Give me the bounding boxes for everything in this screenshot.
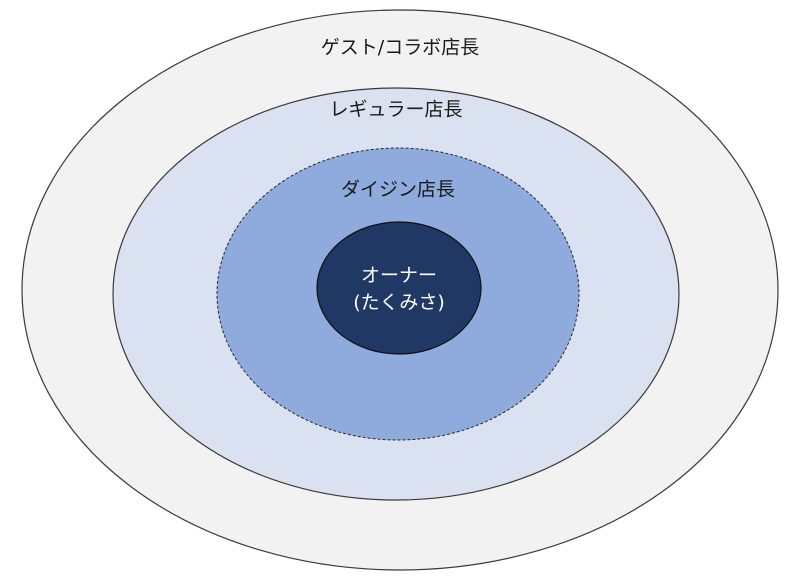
outer-ring-label: ゲスト/コラボ店長 [321,37,479,59]
middle-ring-label: レギュラー店長 [329,99,462,121]
core-label-line1: オーナー [361,265,437,287]
core-label-line2: (たくみさ) [353,292,445,314]
core-owner [316,221,482,355]
inner-ring-label: ダイジン店長 [341,179,455,201]
